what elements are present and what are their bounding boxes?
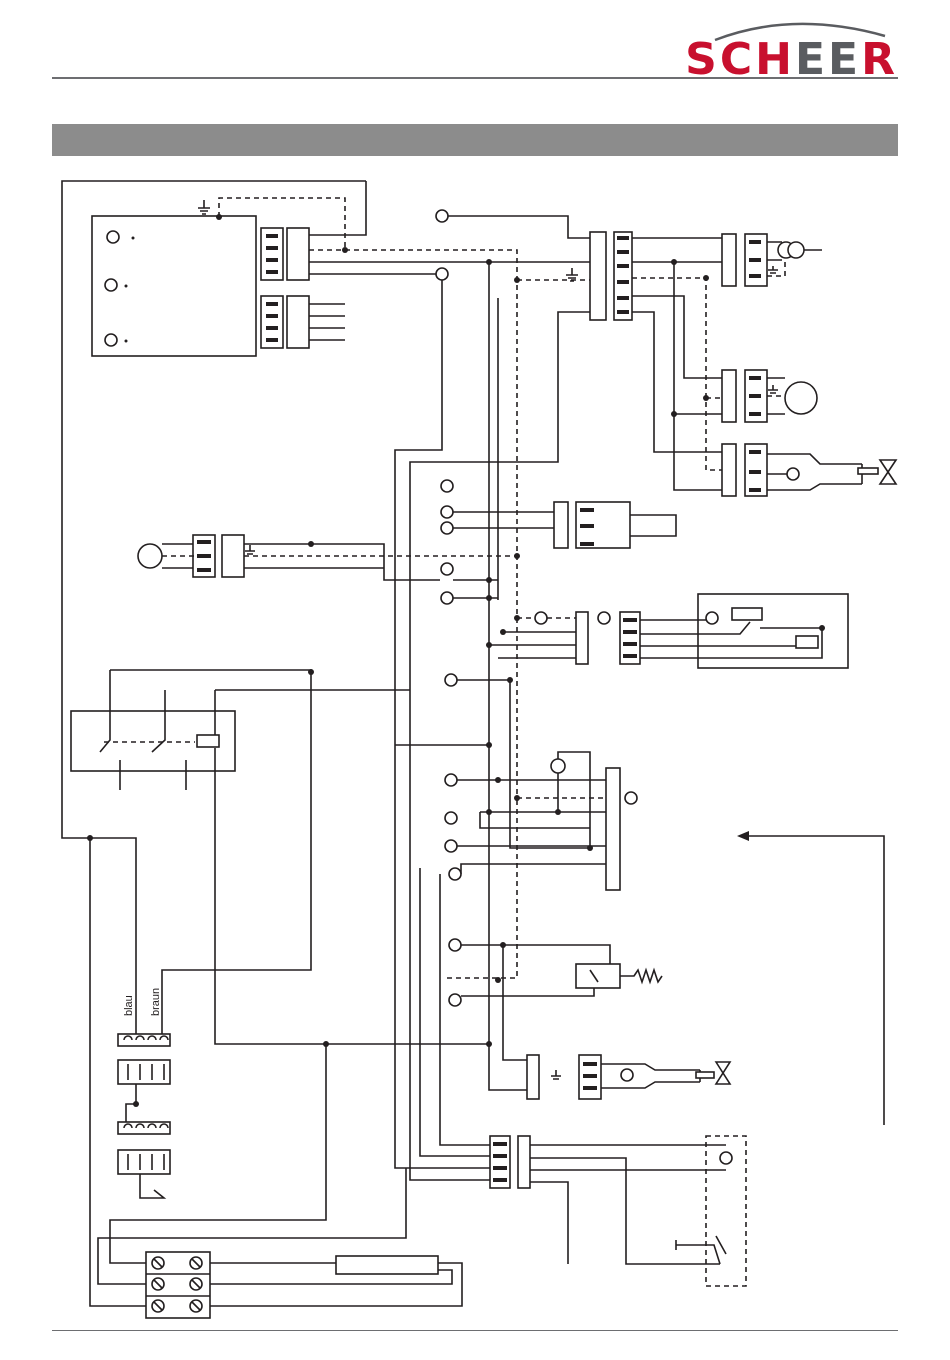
control-unit <box>92 216 345 356</box>
thermostat-connector <box>489 594 848 668</box>
valve-connector-top <box>722 444 896 496</box>
mains-terminal-block <box>98 1044 462 1318</box>
terminal-strip-mid <box>445 752 637 890</box>
transformer-connector <box>722 234 822 286</box>
ground-icon <box>198 200 210 214</box>
heater-connector <box>554 502 676 548</box>
pressure-switch <box>576 964 662 988</box>
connector-bank-top <box>566 232 632 320</box>
motor-left <box>138 535 517 580</box>
contactor <box>71 670 489 1044</box>
label-brown-wire: braun <box>150 988 162 1016</box>
pump-motor-connector <box>722 370 817 422</box>
label-blue-wire: blau <box>123 995 135 1016</box>
